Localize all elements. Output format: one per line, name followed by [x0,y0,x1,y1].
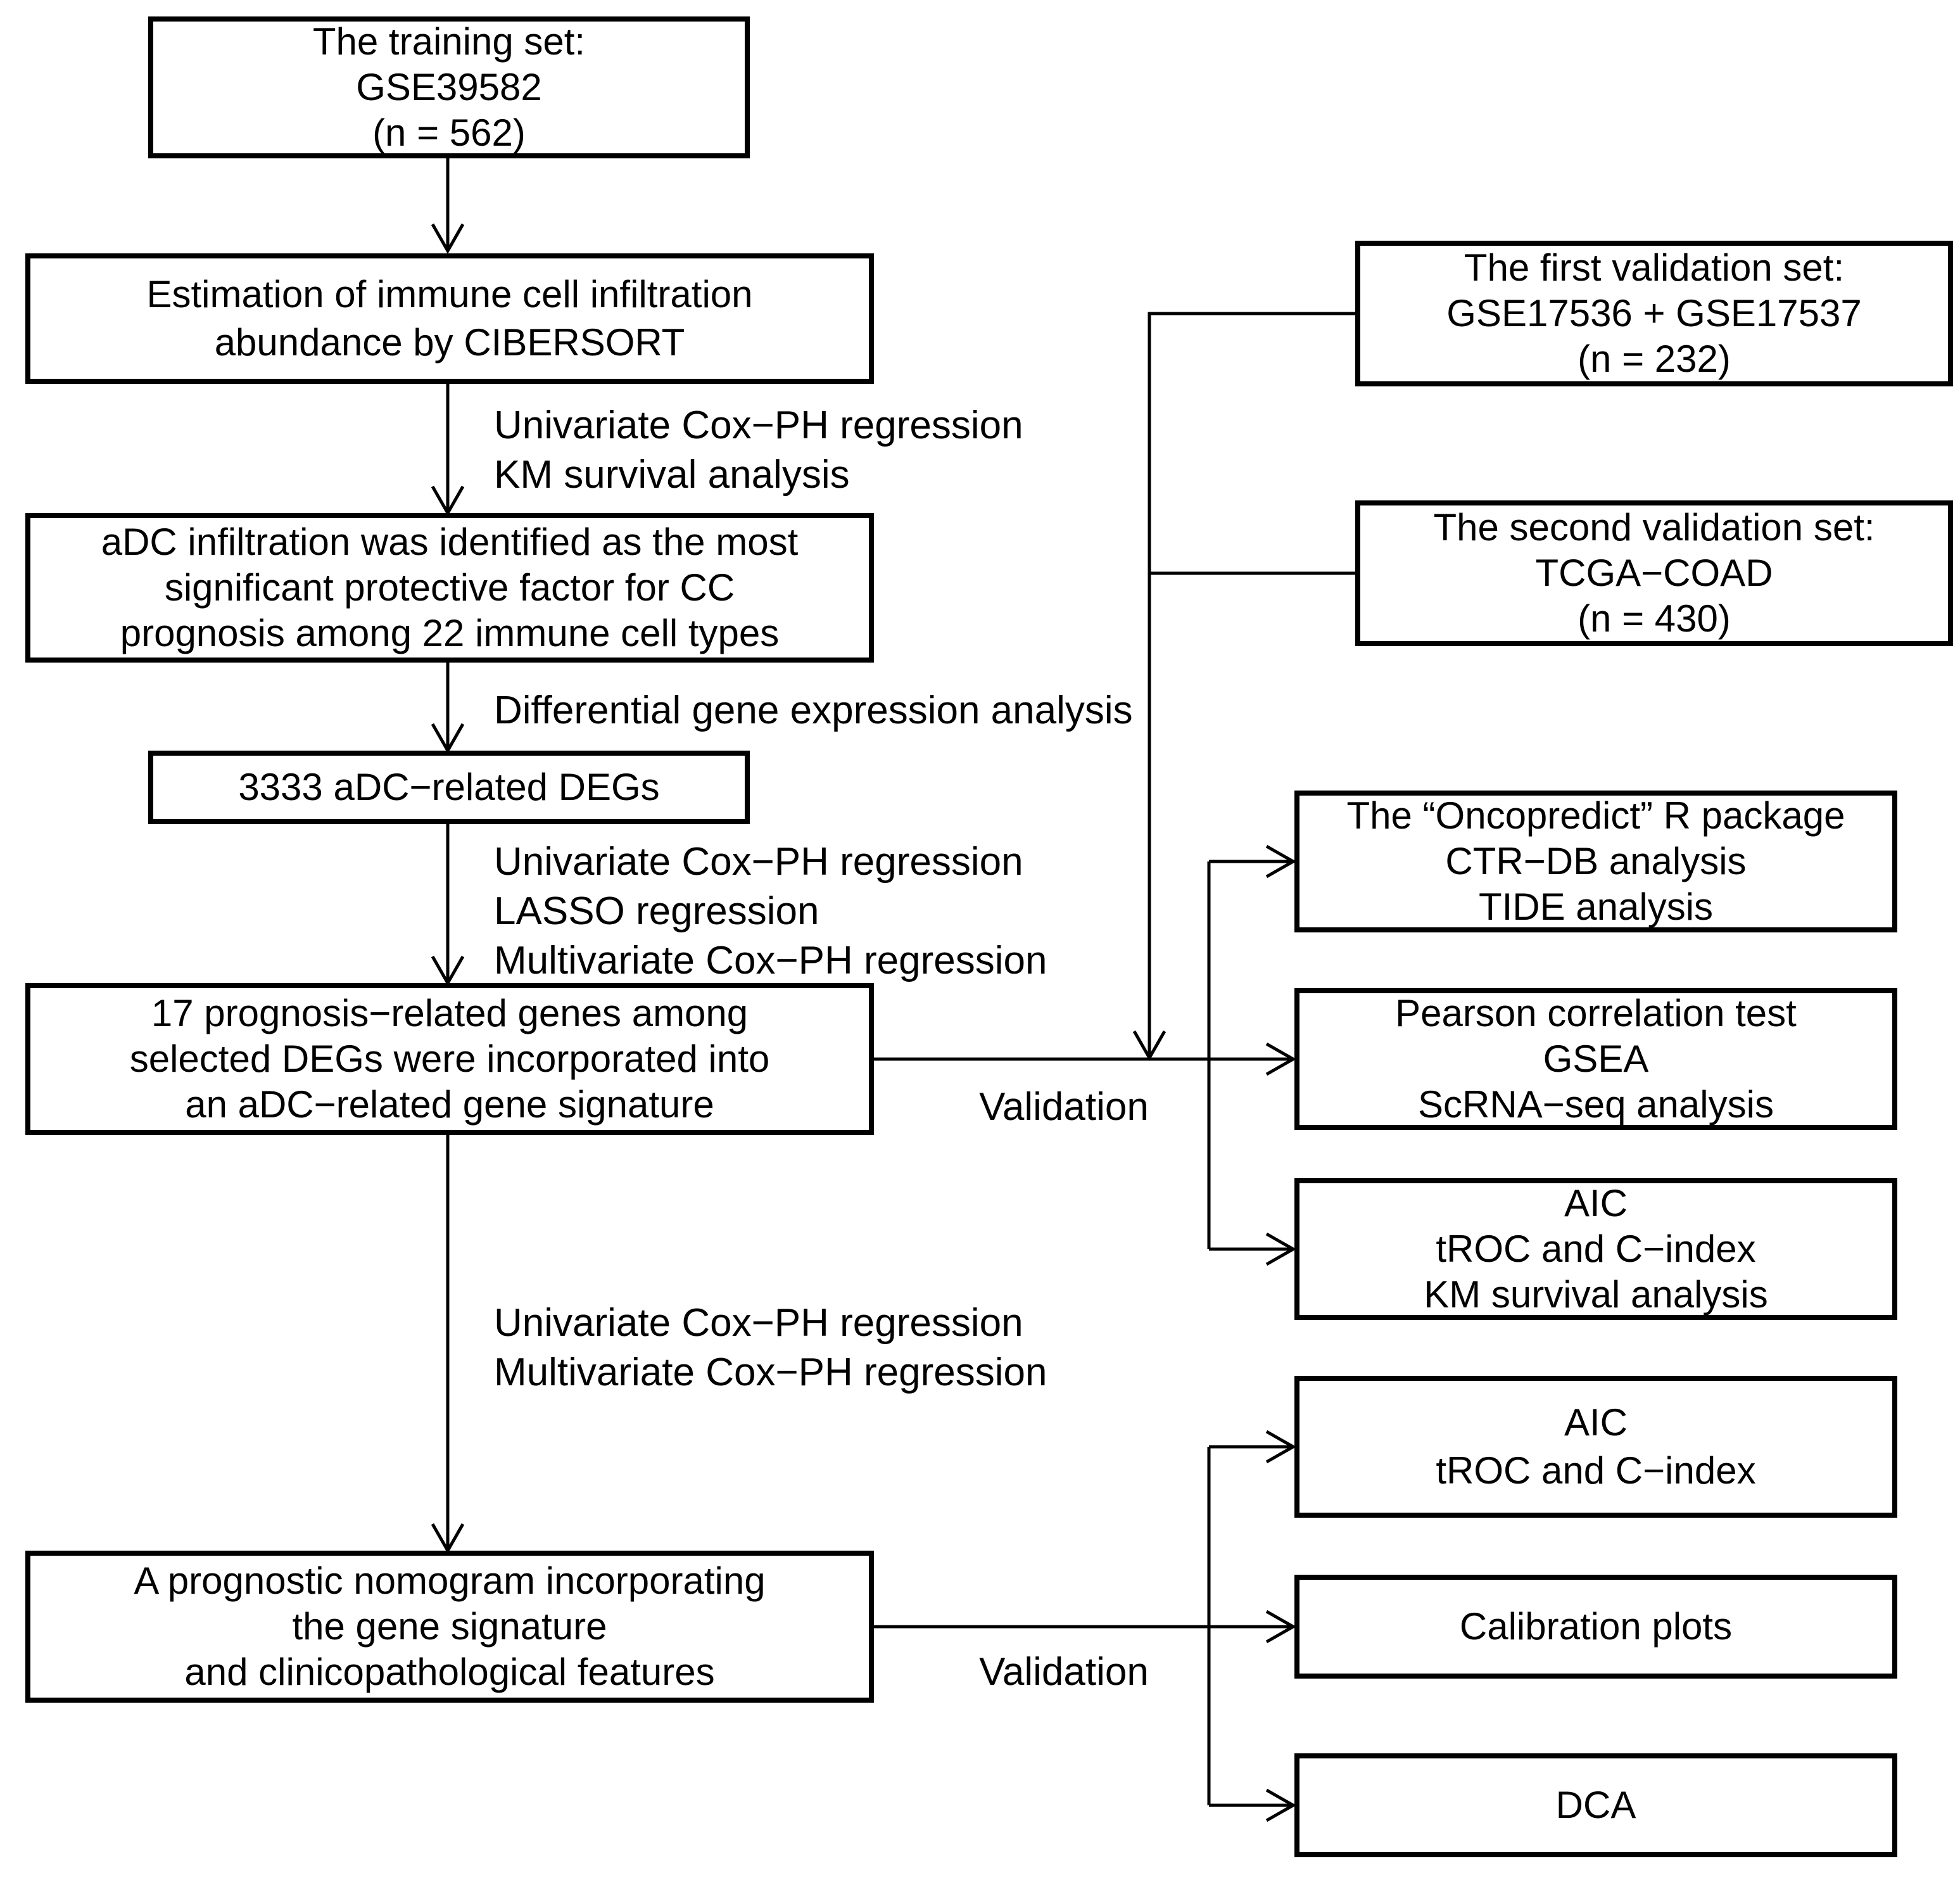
box-validation-set-1: The first validation set: GSE17536 + GSE… [1355,241,1953,386]
box-line: prognosis among 22 immune cell types [120,612,780,654]
box-line: significant protective factor for CC [164,566,735,609]
box-line: KM survival analysis [1424,1273,1768,1316]
edge-label-cox-uni-multi: Univariate Cox−PH regression Multivariat… [494,1299,1047,1397]
box-line: ScRNA−seq analysis [1418,1083,1774,1126]
box-line: Estimation of immune cell infiltration [146,273,753,315]
box-calibration-plots: Calibration plots [1294,1575,1897,1679]
edge-label-line: LASSO regression [494,889,819,933]
box-line: (n = 430) [1577,597,1731,640]
box-line: The first validation set: [1464,246,1845,289]
box-cibersort-estimation: Estimation of immune cell infiltration a… [25,253,874,384]
arrowhead-right-icon [1265,1042,1297,1076]
box-dca: DCA [1294,1753,1897,1857]
box-gene-signature: 17 prognosis−related genes among selecte… [25,983,874,1135]
box-line: Calibration plots [1459,1605,1733,1648]
box-line: GSEA [1543,1038,1649,1080]
box-line: A prognostic nomogram incorporating [134,1560,766,1602]
edge-label-line: KM survival analysis [494,453,850,497]
arrowhead-right-icon [1265,1232,1297,1266]
box-line: the gene signature [292,1605,607,1648]
box-training-set: The training set: GSE39582 (n = 562) [148,16,750,158]
edge-label-line: Univariate Cox−PH regression [494,840,1023,884]
connector-validation-set-1 [1148,312,1355,1055]
edge-label-line: Univariate Cox−PH regression [494,403,1023,447]
box-line: DCA [1555,1784,1636,1826]
box-line: GSE17536 + GSE17537 [1446,292,1862,334]
edge-label-cox-km: Univariate Cox−PH regression KM survival… [494,401,1023,500]
edge-label-line: Univariate Cox−PH regression [494,1301,1023,1345]
box-oncopredict: The “Oncopredict” R package CTR−DB analy… [1294,791,1897,932]
box-line: The training set: [312,20,586,63]
box-line: 17 prognosis−related genes among [151,992,749,1034]
edge-label-dge: Differential gene expression analysis [494,686,1133,735]
validation-label-top: Validation [979,1085,1149,1129]
box-line: TCGA−COAD [1535,552,1773,594]
box-line: and clinicopathological features [184,1651,715,1693]
edge-label-cox-lasso-multi: Univariate Cox−PH regression LASSO regre… [494,837,1047,986]
box-aic-troc: AIC tROC and C−index [1294,1376,1897,1518]
box-line: tROC and C−index [1436,1228,1756,1270]
box-nomogram: A prognostic nomogram incorporating the … [25,1551,874,1703]
box-line: The second validation set: [1433,506,1875,549]
box-line: AIC [1564,1182,1628,1224]
box-line: aDC infiltration was identified as the m… [101,521,799,563]
arrowhead-right-icon [1265,1610,1297,1644]
box-line: Pearson correlation test [1395,992,1797,1034]
box-line: 3333 aDC−related DEGs [238,766,660,808]
arrowhead-right-icon [1265,844,1297,879]
box-line: selected DEGs were incorporated into [129,1038,770,1080]
box-validation-set-2: The second validation set: TCGA−COAD (n … [1355,500,1953,646]
arrowhead-right-icon [1265,1430,1297,1464]
box-line: The “Oncopredict” R package [1346,794,1845,837]
box-line: CTR−DB analysis [1445,840,1747,882]
box-line: (n = 232) [1577,338,1731,380]
box-line: abundance by CIBERSORT [214,321,685,364]
box-line: (n = 562) [372,111,526,154]
arrowhead-right-icon [1265,1788,1297,1822]
arrowhead-down-icon [431,223,465,255]
box-line: an aDC−related gene signature [185,1083,714,1126]
box-line: GSE39582 [356,66,542,108]
edge-label-line: Multivariate Cox−PH regression [494,939,1047,982]
box-aic-troc-km: AIC tROC and C−index KM survival analysi… [1294,1178,1897,1320]
box-line: tROC and C−index [1436,1449,1756,1492]
box-degs: 3333 aDC−related DEGs [148,751,750,824]
box-pearson-gsea: Pearson correlation test GSEA ScRNA−seq … [1294,988,1897,1130]
box-adc-infiltration: aDC infiltration was identified as the m… [25,513,874,663]
edge-label-line: Differential gene expression analysis [494,689,1133,732]
edge-label-line: Multivariate Cox−PH regression [494,1350,1047,1394]
validation-label-bottom: Validation [979,1650,1149,1694]
box-line: TIDE analysis [1478,886,1714,928]
box-line: AIC [1564,1401,1628,1444]
